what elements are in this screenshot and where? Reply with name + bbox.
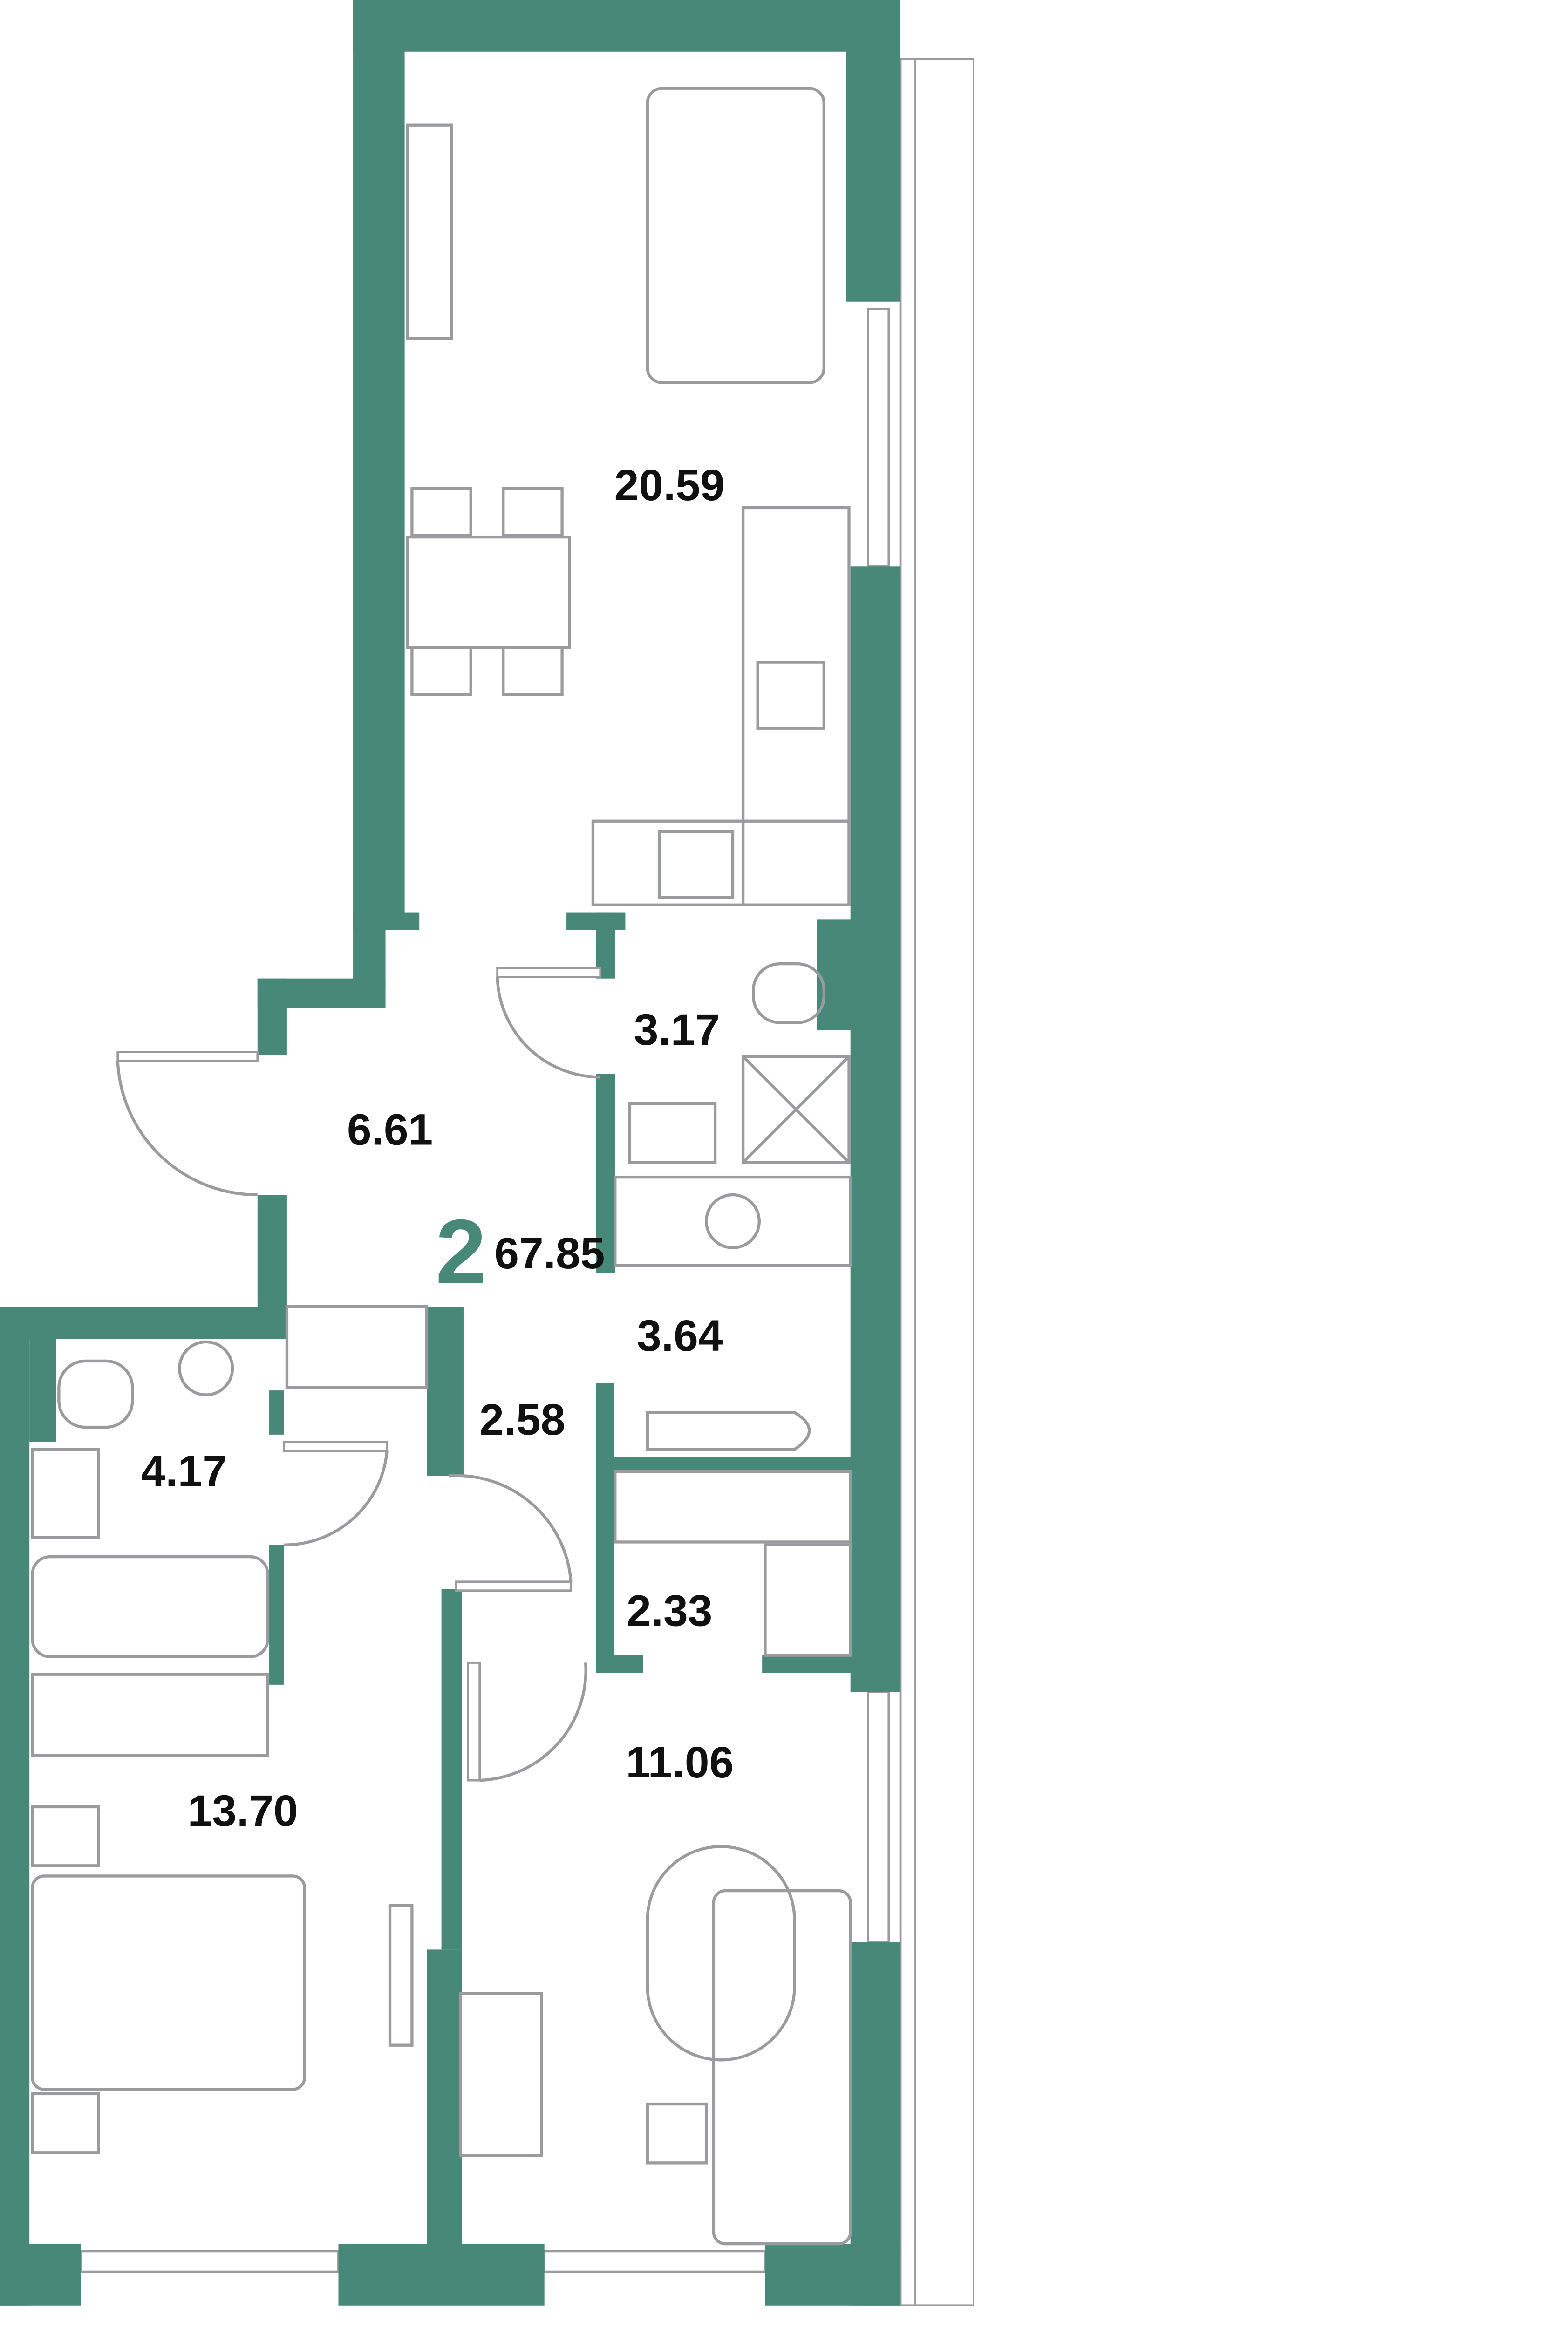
- floor-plan: 20.59 3.17 6.61 3.64 2.58 4.17 2.33 11.0…: [0, 0, 974, 2306]
- ironing-board: [646, 1411, 811, 1451]
- room-area-bathroom: 3.17: [634, 1005, 720, 1055]
- bath-sink: [628, 1102, 717, 1164]
- walls: [0, 0, 901, 2306]
- room-area-bathroom-2: 4.17: [141, 1446, 227, 1496]
- armchair: [646, 1845, 796, 2062]
- rooms-count: 2: [436, 1201, 486, 1303]
- room-area-living-kitchen: 20.59: [614, 461, 725, 510]
- room-area-bedroom: 13.70: [188, 1786, 298, 1836]
- laundry-counter: [614, 1175, 852, 1267]
- kitchen-sink-counter: [591, 819, 851, 906]
- room-area-wardrobe: 2.33: [627, 1586, 712, 1635]
- radiator: [285, 1305, 429, 1389]
- room-labels: 20.59 3.17 6.61 3.64 2.58 4.17 2.33 11.0…: [141, 461, 734, 1836]
- washing-machine-2: [178, 1340, 234, 1396]
- washing-machine: [704, 1193, 761, 1249]
- room-area-laundry: 3.64: [637, 1311, 723, 1361]
- toilet: [752, 962, 825, 1024]
- windows: [80, 58, 974, 2306]
- shower: [741, 1055, 851, 1164]
- room-area-bedroom-2: 11.06: [626, 1738, 734, 1787]
- sofa-2: [712, 1889, 852, 2246]
- room-area-hall: 6.61: [347, 1105, 433, 1155]
- doors: [116, 967, 602, 1782]
- tv-unit: [406, 123, 453, 340]
- bathtub: [31, 1555, 270, 1658]
- toilet-2: [57, 1359, 134, 1429]
- radiator-2: [31, 1673, 270, 1757]
- furniture: [31, 87, 852, 2246]
- room-area-corridor: 2.58: [479, 1395, 565, 1444]
- total-area: 67.85: [494, 1229, 605, 1278]
- sofa: [646, 87, 825, 384]
- dining-table: [406, 535, 571, 649]
- bed: [31, 1874, 306, 2091]
- desk: [459, 1992, 543, 2157]
